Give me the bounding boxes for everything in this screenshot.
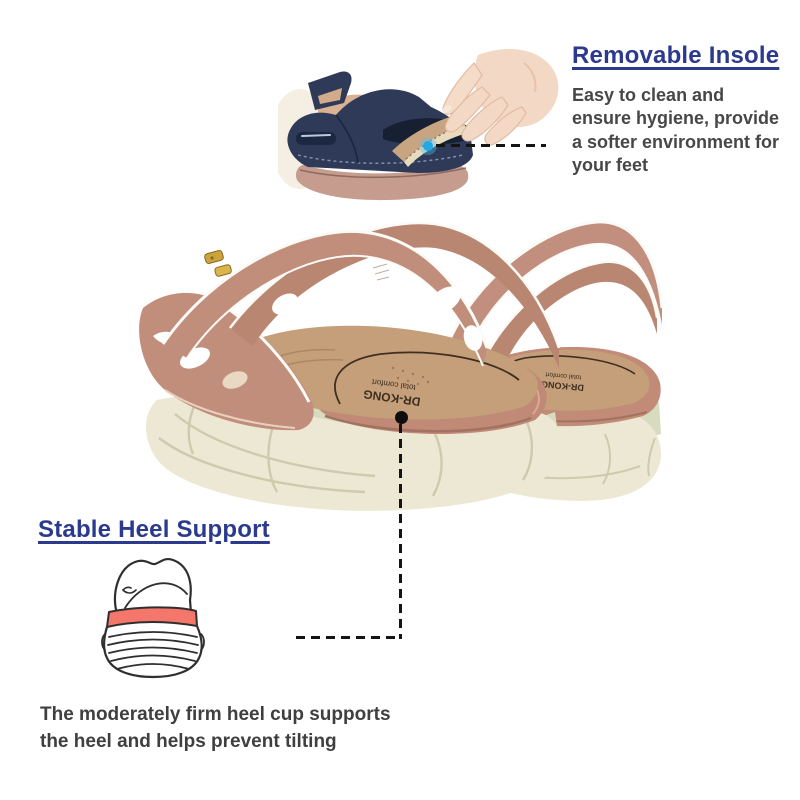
- heel-support-band: [106, 606, 198, 628]
- hand: [442, 49, 559, 146]
- product-photo: DR-KONG total comfort: [139, 220, 664, 511]
- heel-callout-line-horizontal: [296, 636, 402, 639]
- buckle: [204, 250, 232, 277]
- navy-sandal-body: [287, 71, 473, 173]
- heel-support-description: The moderately firm heel cup supports th…: [40, 704, 391, 752]
- removable-insole-photo: [278, 49, 559, 201]
- strap-size-print: [372, 263, 390, 281]
- navy-sandal-sole: [295, 165, 469, 201]
- thumb-nail: [442, 104, 452, 114]
- right-insole-branding: DR-KONG total comfort: [541, 370, 585, 393]
- navy-sandal-buckle-bar: [296, 132, 336, 145]
- removable-insole-description: Easy to clean and ensure hygiene, provid…: [572, 85, 780, 176]
- svg-text:DR-KONG: DR-KONG: [541, 379, 585, 393]
- removable-insole-title: Removable Insole: [572, 42, 780, 69]
- left-sandal: DR-KONG total comfort: [139, 221, 563, 511]
- heel-upper-outline: [113, 557, 193, 616]
- left-straps: [161, 221, 561, 368]
- insole-callout-marker: [423, 141, 433, 151]
- heel-support-drawing: [101, 557, 205, 679]
- navy-sandal-heel-strap: [308, 71, 352, 110]
- footbed-perforations: [391, 366, 430, 386]
- svg-text:total comfort: total comfort: [545, 370, 581, 380]
- heel-callout-line-vertical: [399, 424, 402, 639]
- heel-callout-marker: [395, 411, 408, 424]
- heel-support-title: Stable Heel Support: [38, 516, 270, 543]
- heel-sole-ridges: [107, 631, 199, 670]
- insole-callout-line: [436, 144, 546, 147]
